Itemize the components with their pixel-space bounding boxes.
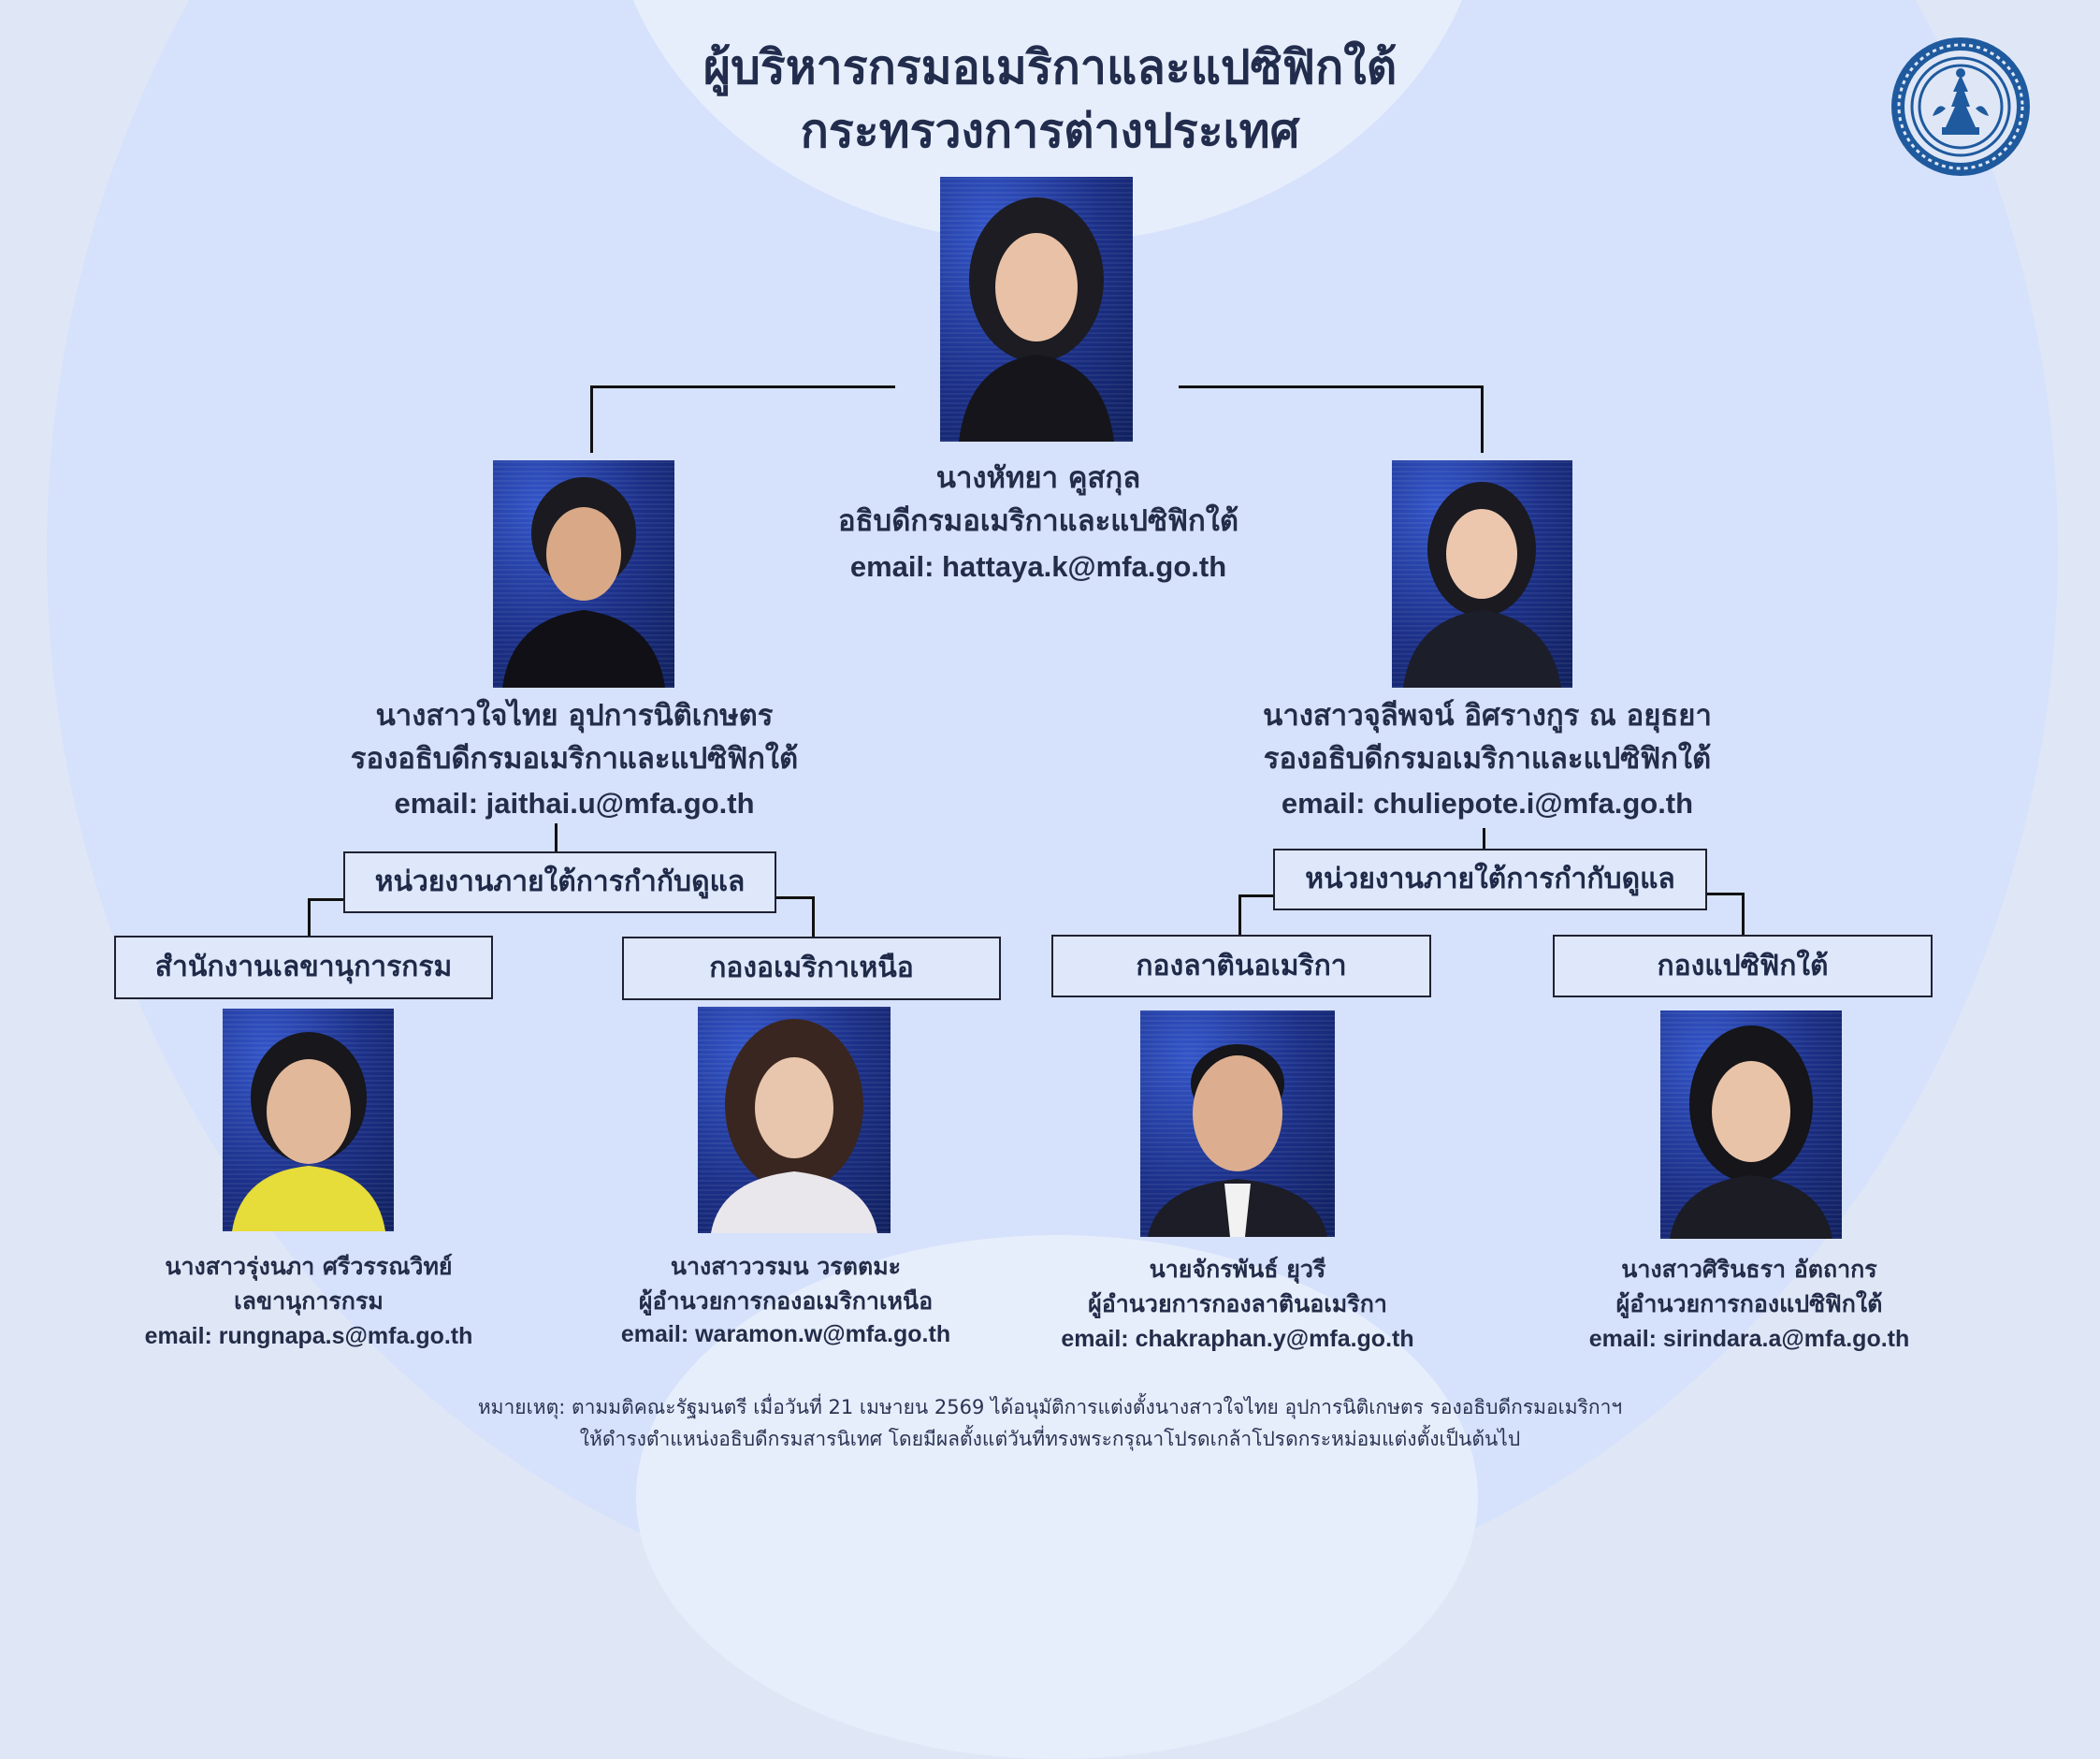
director-position: อธิบดีกรมอเมริกาและแปซิฟิกใต้ — [838, 504, 1238, 538]
connector-line — [1238, 894, 1241, 936]
division-1-email: email: rungnapa.s@mfa.go.th — [144, 1323, 473, 1349]
director-name: นางหัทยา คูสกุล — [935, 461, 1141, 495]
division-2-name: นางสาววรมน วรตตมะ — [670, 1253, 902, 1280]
deputy-2-position: รองอธิบดีกรมอเมริกาและแปซิฟิกใต้ — [1263, 742, 1712, 776]
division-4-position: ผู้อำนวยการกองแปซิฟิกใต้ — [1615, 1290, 1883, 1317]
deputy-2-photo — [1392, 460, 1572, 688]
connector-line — [308, 898, 311, 938]
division-3-name: นายจักรพันธ์ ยุวรี — [1149, 1256, 1326, 1283]
ministry-seal-icon — [1890, 36, 2032, 178]
page-title-line2: กระทรวงการต่างประเทศ — [800, 104, 1300, 158]
footnote-line2: ให้ดำรงตำแหน่งอธิบดีกรมสารนิเทศ โดยมีผลต… — [579, 1428, 1521, 1450]
connector-line — [590, 385, 895, 388]
division-4-name: นางสาวศิรินธรา อัตถากร — [1621, 1256, 1877, 1283]
connector-line — [308, 898, 344, 901]
division-box-latin-america: กองลาตินอเมริกา — [1051, 935, 1431, 997]
division-1-position: เลขานุการกรม — [234, 1287, 384, 1315]
division-2-email: email: waramon.w@mfa.go.th — [620, 1321, 951, 1347]
director-email: email: hattaya.k@mfa.go.th — [849, 550, 1227, 583]
deputy-1-email: email: jaithai.u@mfa.go.th — [394, 787, 755, 820]
footnote-line1: หมายเหตุ: ตามมติคณะรัฐมนตรี เมื่อวันที่ … — [477, 1396, 1623, 1418]
connector-line — [1481, 385, 1484, 453]
division-box-secretariat: สำนักงานเลขานุการกรม — [114, 936, 493, 999]
deputy-1-name: นางสาวใจไทย อุปการนิติเกษตร — [375, 699, 774, 733]
connector-line — [775, 896, 815, 899]
connector-line — [1238, 894, 1274, 897]
connector-line — [555, 823, 558, 851]
director-photo — [940, 177, 1133, 442]
division-1-photo — [223, 1009, 394, 1231]
division-1-name: นางสาวรุ่งนภา ศรีวรรณวิทย์ — [165, 1253, 453, 1280]
connector-line — [1179, 385, 1484, 388]
page-title-line1: ผู้บริหารกรมอเมริกาและแปซิฟิกใต้ — [702, 40, 1398, 94]
division-3-email: email: chakraphan.y@mfa.go.th — [1061, 1326, 1414, 1352]
connector-line — [1742, 893, 1745, 936]
deputy-2-name: นางสาวจุลีพจน์ อิศรางกูร ณ อยุธยา — [1263, 699, 1712, 733]
division-3-position: ผู้อำนวยการกองลาตินอเมริกา — [1088, 1290, 1387, 1317]
connector-line — [1706, 893, 1745, 895]
division-box-south-pacific: กองแปซิฟิกใต้ — [1553, 935, 1933, 997]
connector-line — [1483, 828, 1485, 849]
deputy-1-photo — [493, 460, 674, 688]
deputy-2-email: email: chuliepote.i@mfa.go.th — [1281, 787, 1694, 820]
division-2-position: ผู้อำนวยการกองอเมริกาเหนือ — [638, 1287, 934, 1315]
deputy-1-position: รองอธิบดีกรมอเมริกาและแปซิฟิกใต้ — [350, 742, 799, 776]
division-2-photo — [698, 1007, 891, 1233]
division-4-photo — [1660, 1010, 1842, 1239]
connector-line — [812, 896, 815, 938]
division-3-photo — [1140, 1010, 1335, 1237]
division-box-north-america: กองอเมริกาเหนือ — [622, 937, 1001, 1000]
deputy-1-group-box: หน่วยงานภายใต้การกำกับดูแล — [343, 851, 776, 913]
deputy-2-group-box: หน่วยงานภายใต้การกำกับดูแล — [1273, 849, 1707, 910]
division-4-email: email: sirindara.a@mfa.go.th — [1588, 1326, 1910, 1352]
connector-line — [590, 385, 593, 453]
